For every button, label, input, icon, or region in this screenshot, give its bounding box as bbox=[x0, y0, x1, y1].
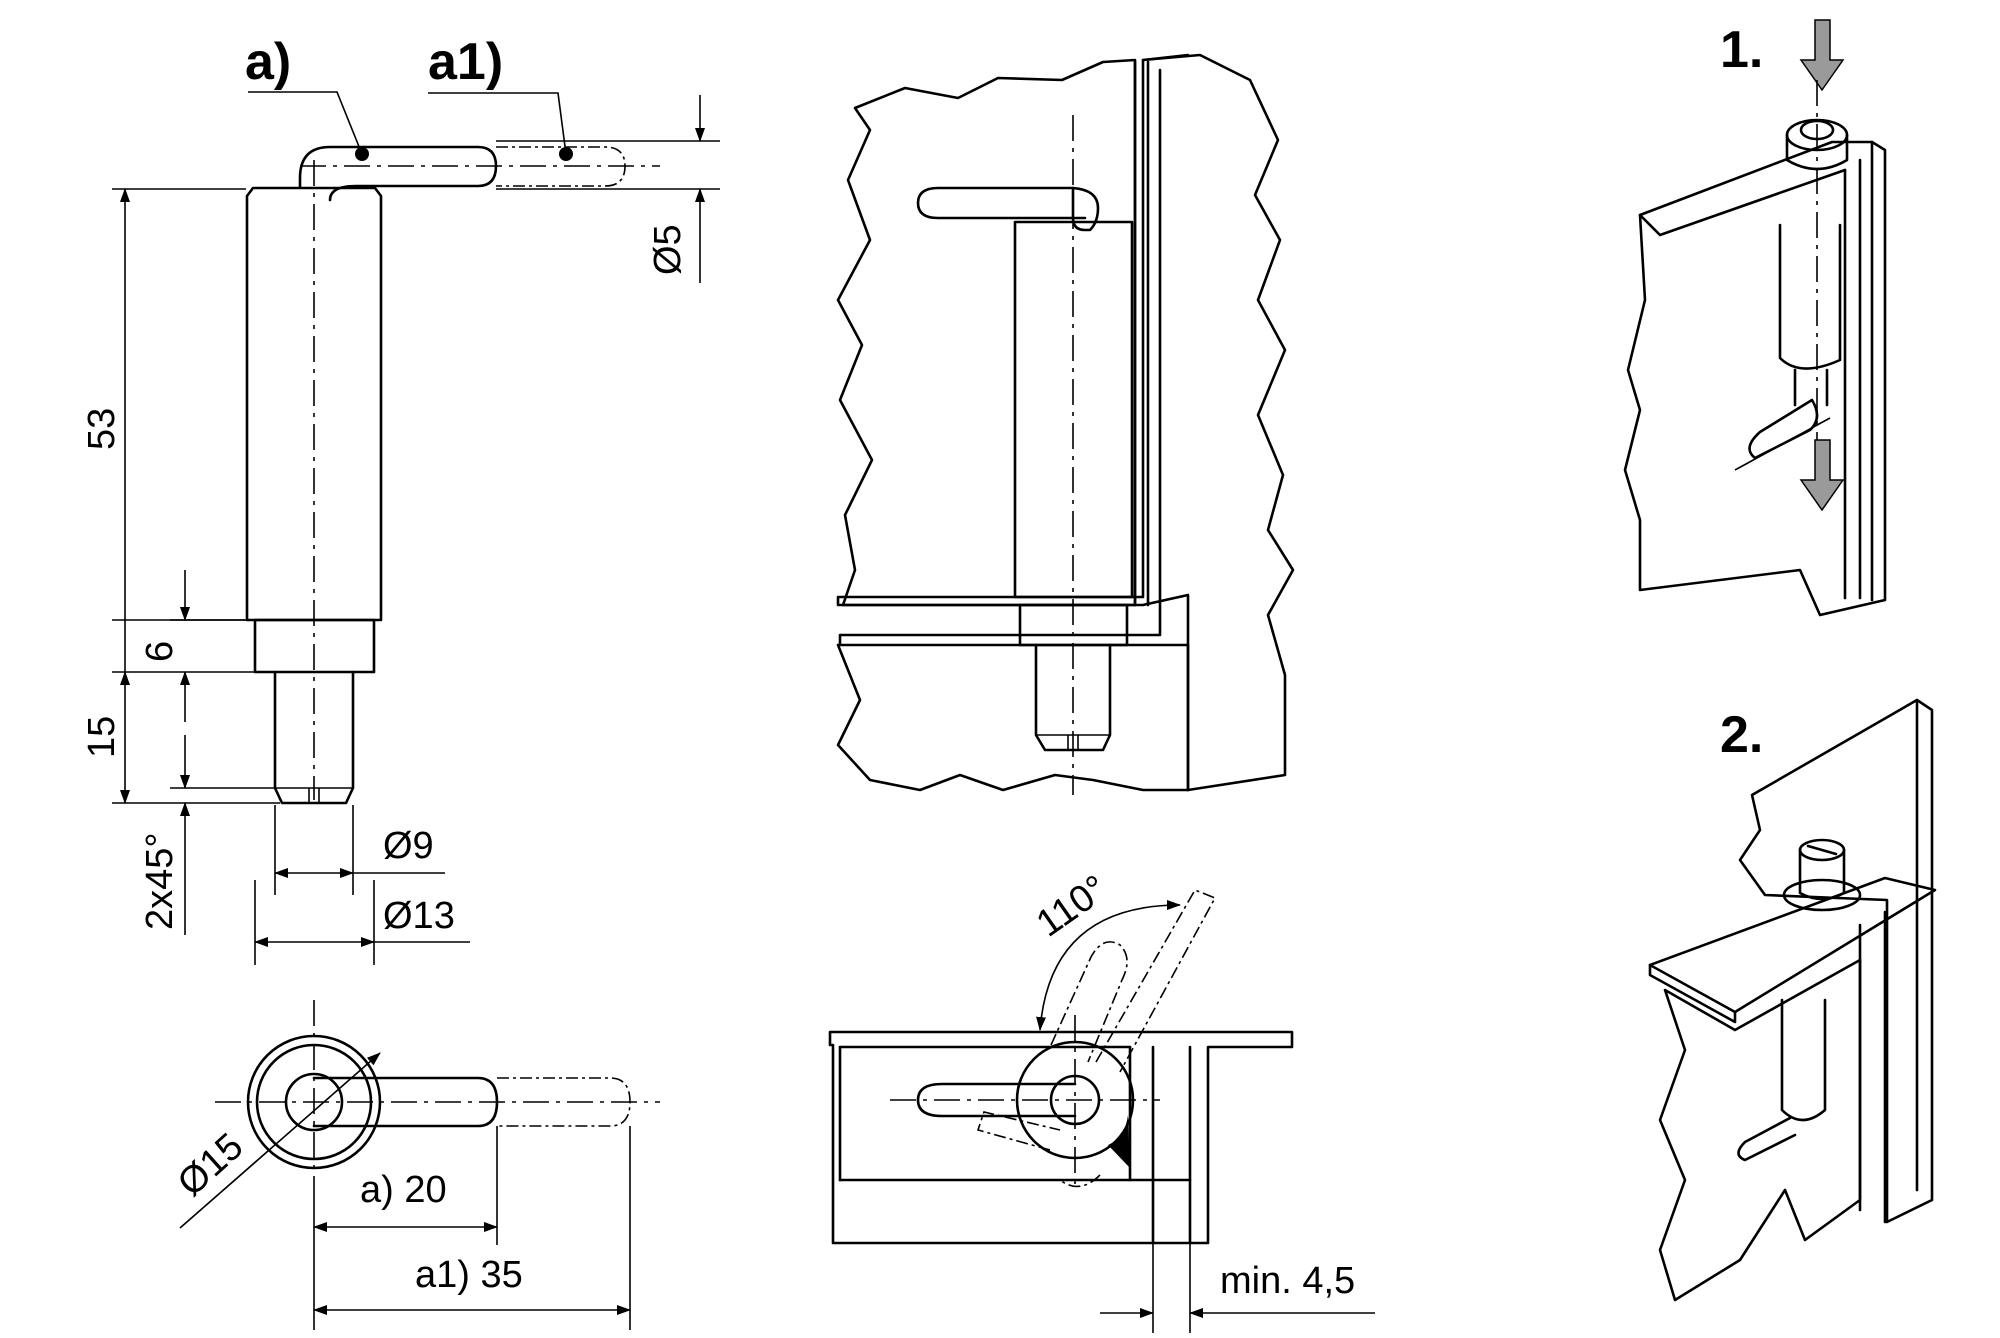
dim-chamfer: 2x45° bbox=[139, 832, 181, 930]
dim-shank-diameter: Ø9 bbox=[383, 825, 434, 867]
label-a: a) bbox=[245, 33, 291, 91]
frame-top-profile bbox=[828, 1030, 1294, 1245]
handle-a bbox=[298, 145, 498, 202]
door-step-2 bbox=[1658, 958, 1862, 1302]
dim-handle-a1: a1) 35 bbox=[415, 1254, 523, 1296]
pin-body-step-2 bbox=[1780, 998, 1827, 1122]
dim-body-length: 53 bbox=[81, 408, 123, 450]
arrow-down-icon bbox=[1799, 19, 1845, 92]
frame-profile bbox=[836, 53, 1295, 792]
pin-shank bbox=[273, 670, 355, 805]
dim-body-diameter: Ø13 bbox=[383, 895, 455, 937]
rotation-top-view: 110° min. 4,5 bbox=[828, 868, 1375, 1333]
rotation-handle-closed bbox=[916, 1082, 1077, 1118]
dim-pin-diameter: Ø5 bbox=[647, 224, 689, 275]
dim-handle-a: a) 20 bbox=[360, 1169, 447, 1211]
pin-body-step-1 bbox=[1778, 223, 1842, 370]
step-1-label: 1. bbox=[1720, 21, 1763, 79]
step-2-illustration: 2. bbox=[1648, 698, 1937, 1302]
mounted-section-view bbox=[836, 53, 1295, 795]
plate-step-2 bbox=[1648, 876, 1937, 1014]
label-a1: a1) bbox=[428, 33, 503, 91]
step-2-label: 2. bbox=[1720, 706, 1763, 764]
installed-pin-handle bbox=[916, 186, 1087, 220]
pin-side-view: a) a1) Ø5 53 6 15 2x45° Ø9 bbox=[81, 33, 720, 965]
dim-collar-height: 6 bbox=[139, 641, 181, 662]
dim-rotation-angle: 110° bbox=[1029, 868, 1115, 946]
installed-pin-body bbox=[1013, 220, 1134, 599]
hinge-assembly-step-1 bbox=[1623, 140, 1887, 617]
handle-top-a1-ghost bbox=[497, 1077, 631, 1127]
installed-pin-shank bbox=[1034, 643, 1112, 752]
pin-top-view: Ø15 a) 20 a1) 35 bbox=[170, 1000, 660, 1330]
door-panel bbox=[836, 58, 1137, 607]
step-1-illustration: 1. bbox=[1623, 19, 1887, 617]
pin-head-step-2 bbox=[1798, 848, 1846, 901]
dim-shank-length: 15 bbox=[81, 716, 123, 758]
frame-step-2 bbox=[1738, 698, 1934, 1224]
arrow-down-2-icon bbox=[1799, 439, 1845, 512]
dim-min-clearance: min. 4,5 bbox=[1220, 1260, 1355, 1302]
dim-flange-diameter: Ø15 bbox=[170, 1125, 251, 1204]
